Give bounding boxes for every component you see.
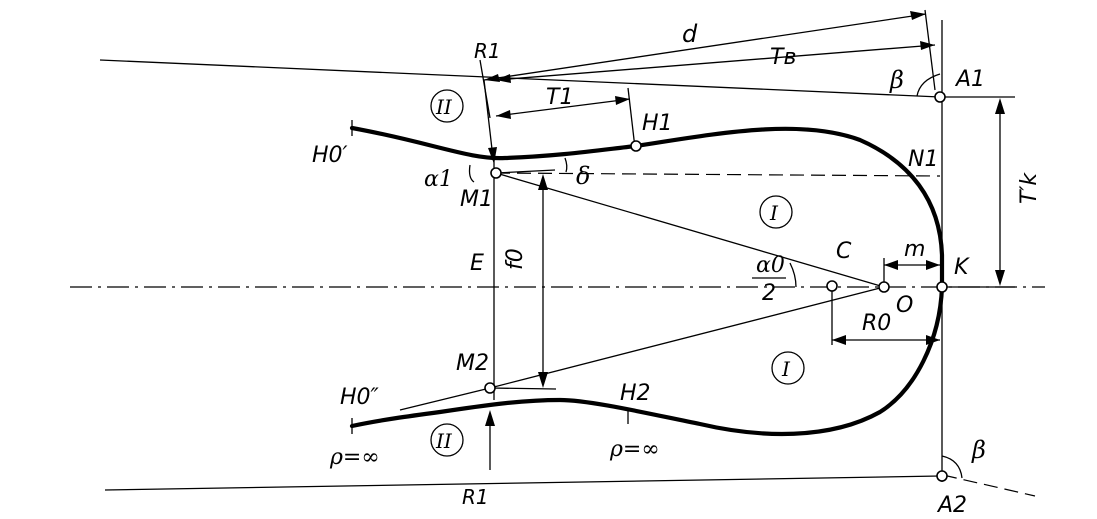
point-h1 — [630, 140, 642, 152]
label-h0-prime: H0′ — [312, 143, 348, 168]
main-loop-curve — [349, 125, 945, 437]
label-h2: H2 — [620, 381, 651, 406]
label-c: C — [836, 239, 852, 264]
tk-arrow-bottom — [995, 270, 1005, 286]
label-delta: δ — [576, 162, 590, 190]
label-region-i-bottom: I — [781, 357, 791, 381]
delta-arc — [564, 157, 568, 173]
beta-top-arc — [916, 73, 941, 97]
label-region-ii-bottom: II — [435, 429, 453, 453]
label-tb: Tв — [770, 45, 796, 70]
alpha0-arc — [789, 262, 797, 288]
point-m2 — [484, 382, 496, 394]
d-arrow-right — [910, 11, 926, 20]
h1-ext-line — [627, 87, 636, 149]
f0-arrow-bottom — [538, 372, 548, 388]
tangent-line-bottom — [104, 475, 941, 491]
label-alpha0: α0 — [756, 253, 785, 278]
point-k — [936, 281, 948, 293]
label-two: 2 — [762, 281, 776, 306]
label-rho-left: ρ=∞ — [329, 445, 380, 470]
region-i-bottom-circle — [771, 351, 805, 385]
region-ii-top-circle — [430, 89, 464, 123]
tb-arrow-left — [496, 74, 511, 83]
point-m1 — [490, 167, 502, 179]
label-tk: T′k — [1017, 172, 1042, 204]
r1-top-arrow-line — [483, 79, 494, 159]
label-m2: M2 — [456, 351, 489, 376]
label-h1: H1 — [642, 111, 673, 136]
label-m: m — [904, 237, 925, 262]
label-region-ii-top: II — [435, 95, 453, 119]
line-m2-to-o — [489, 286, 885, 389]
region-i-top-circle — [759, 195, 793, 229]
label-m1: M1 — [460, 187, 493, 212]
point-o — [878, 281, 890, 293]
a2-extension-dashed — [942, 474, 1036, 497]
r1-top-arrowhead — [488, 147, 497, 164]
t1-arrow-left — [496, 110, 511, 119]
t1-arrow-right — [615, 96, 630, 105]
label-f0: f0 — [503, 248, 528, 270]
label-rho-right: ρ=∞ — [609, 437, 660, 462]
label-a2: A2 — [936, 493, 967, 518]
line-m1-to-o — [495, 172, 885, 288]
label-r1-top: R1 — [474, 39, 501, 63]
t1-dimension-line — [495, 98, 631, 117]
label-beta-bottom: β — [971, 436, 986, 464]
f0-arrow-top — [538, 174, 548, 190]
m2-tick-line — [489, 387, 557, 390]
label-t1: T1 — [546, 85, 573, 110]
line-m2-to-h0dd — [399, 387, 491, 411]
d-dimension-line — [483, 13, 927, 81]
point-a2 — [936, 470, 948, 482]
m-arrow-right — [926, 260, 940, 270]
label-n1: N1 — [908, 147, 938, 172]
region-ii-bottom-circle — [430, 423, 464, 457]
point-c — [826, 280, 838, 292]
beta-bottom-arc — [941, 455, 963, 479]
r1-bottom-arrowhead — [485, 410, 495, 426]
alpha1-arc — [468, 164, 475, 183]
point-a1 — [934, 91, 946, 103]
r0-arrow-left — [832, 335, 846, 345]
m1-n1-dashed-line — [495, 172, 941, 177]
label-e: E — [470, 251, 484, 276]
label-r1-bottom: R1 — [462, 485, 489, 509]
label-k: K — [954, 255, 970, 280]
label-d: d — [682, 20, 698, 48]
label-a1: A1 — [954, 67, 985, 92]
tb-arrow-right — [920, 41, 935, 50]
label-beta-top: β — [889, 66, 904, 94]
label-region-i-top: I — [769, 201, 779, 225]
m-arrow-left — [884, 260, 898, 270]
tk-arrow-top — [995, 98, 1005, 114]
m1-tick-line — [495, 169, 556, 174]
tb-dimension-line — [495, 44, 936, 81]
label-r0: R0 — [862, 311, 891, 336]
label-o: O — [896, 293, 913, 318]
label-alpha1: α1 — [424, 167, 453, 192]
label-h0-double-prime: H0″ — [340, 385, 380, 410]
d-arrow-left — [484, 74, 500, 82]
